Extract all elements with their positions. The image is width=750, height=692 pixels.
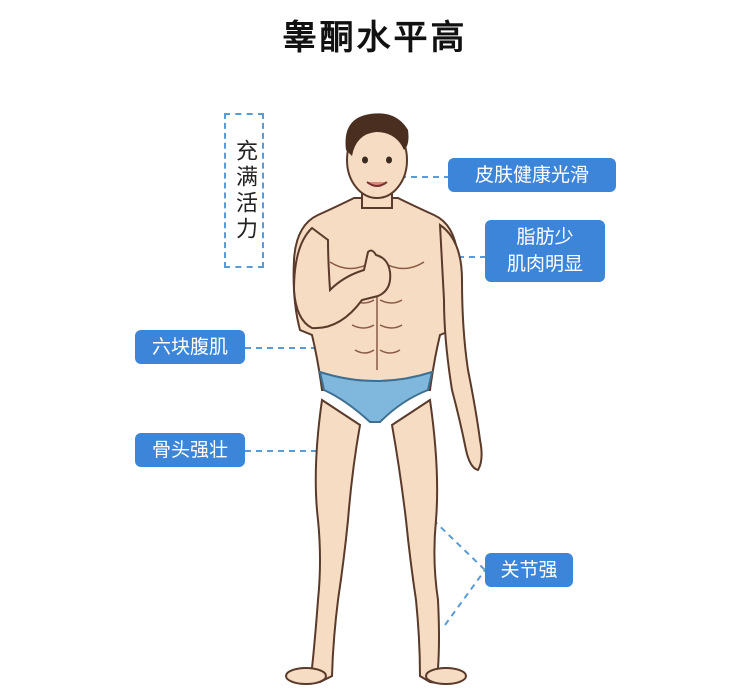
vitality-dashed-box: 充满活力	[224, 113, 264, 268]
leader-joints-lower	[444, 569, 486, 626]
left-leg	[287, 398, 362, 685]
label-joints: 关节强	[485, 553, 573, 587]
label-bones: 骨头强壮	[135, 433, 245, 467]
right-leg	[390, 398, 463, 685]
label-skin: 皮肤健康光滑	[448, 158, 616, 192]
page-title: 睾酮水平高	[282, 18, 468, 58]
label-fat-muscle: 脂肪少 肌肉明显	[485, 220, 605, 282]
label-abs: 六块腹肌	[135, 330, 245, 364]
label-fat-line1: 脂肪少	[516, 226, 574, 248]
hair	[345, 113, 409, 156]
vitality-text: 充满活力	[232, 138, 257, 243]
right-arm	[438, 223, 483, 472]
label-fat-line2: 肌肉明显	[506, 253, 583, 275]
briefs	[318, 370, 434, 423]
left-arm	[292, 226, 392, 330]
